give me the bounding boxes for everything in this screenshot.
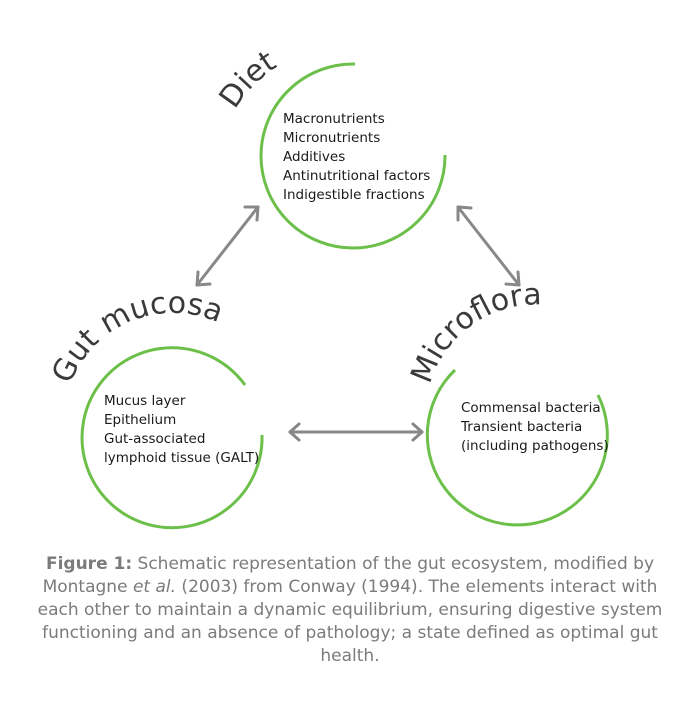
arrow-diet-microflora <box>456 205 521 287</box>
gut-mucosa-item: Gut-associated <box>104 431 206 447</box>
diet-item: Additives <box>283 149 346 165</box>
diet-arc <box>259 62 447 250</box>
gut-mucosa-arc <box>80 346 264 530</box>
diet-item: Indigestible fractions <box>283 187 425 203</box>
diet-item-list: Macronutrients Micronutrients Additives … <box>283 110 430 205</box>
microflora-item-list: Commensal bacteria Transient bacteria (i… <box>461 399 609 456</box>
caption-text-2: (2003) from Conway (1994). The elements … <box>37 577 663 666</box>
arrow-gut-mucosa-microflora <box>288 422 424 442</box>
diet-item: Micronutrients <box>283 130 381 146</box>
gut-mucosa-item: Mucus layer <box>104 393 186 409</box>
figure-caption: Figure 1: Schematic representation of th… <box>30 553 670 668</box>
caption-text-1: Schematic representation of the gut ecos… <box>42 554 655 597</box>
gut-mucosa-title: Gut mucosa <box>45 286 228 389</box>
diet-item: Macronutrients <box>283 111 385 127</box>
gut-mucosa-item-list: Mucus layer Epithelium Gut-associated ly… <box>104 392 259 468</box>
microflora-arc <box>425 368 609 527</box>
ecosystem-diagram: Diet Gut mucosa Microflora <box>45 44 609 530</box>
microflora-item: Transient bacteria <box>461 419 583 435</box>
arrow-diet-gut-mucosa <box>195 205 260 287</box>
gut-mucosa-item: lymphoid tissue (GALT) <box>104 450 260 466</box>
microflora-item: (including pathogens) <box>461 438 609 454</box>
diet-title: Diet <box>213 44 283 115</box>
figure-label: Figure 1: <box>45 554 133 574</box>
diet-item: Antinutritional factors <box>283 168 431 184</box>
caption-italic: et al. <box>132 577 177 597</box>
microflora-item: Commensal bacteria <box>461 400 601 416</box>
gut-mucosa-item: Epithelium <box>104 412 177 428</box>
microflora-title: Microflora <box>404 277 542 388</box>
